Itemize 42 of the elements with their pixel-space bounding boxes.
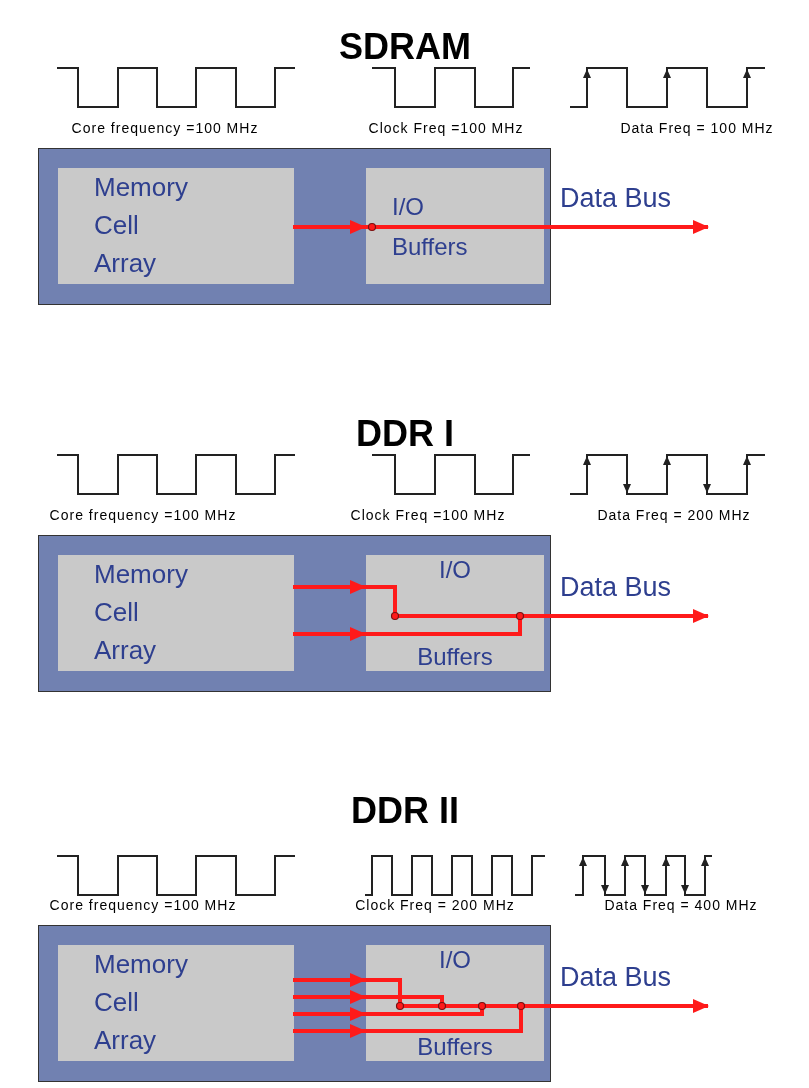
- edge-label: Data Bus: [560, 572, 672, 603]
- io-buffer-block: [366, 555, 544, 671]
- io-buffer-block: [366, 168, 544, 284]
- arrow: [293, 220, 366, 234]
- arrow: [293, 627, 366, 641]
- block-label: Buffers: [416, 1034, 494, 1060]
- section-heading: DDR II: [351, 790, 459, 832]
- block-label: I/O: [392, 194, 424, 220]
- chip-panel: [38, 535, 551, 692]
- arrow: [293, 973, 366, 987]
- section-heading: DDR I: [356, 413, 454, 455]
- frequency-label: Core frequency =100 MHz: [71, 120, 259, 136]
- edge-label: Data Bus: [560, 962, 672, 993]
- frequency-label: Clock Freq = 200 MHz: [355, 897, 515, 913]
- arrow: [543, 999, 709, 1013]
- arrow: [293, 1007, 366, 1021]
- chip-panel: [38, 925, 551, 1082]
- block-label: I/O: [438, 947, 472, 973]
- block-label: I/O: [438, 557, 472, 583]
- chip-panel: [38, 148, 551, 305]
- block-label: Memory Cell Array: [94, 948, 189, 1057]
- section-heading: SDRAM: [339, 26, 471, 68]
- frequency-label: Data Freq = 400 MHz: [604, 897, 758, 913]
- frequency-label: Clock Freq =100 MHz: [368, 120, 524, 136]
- arrow: [293, 990, 366, 1004]
- memory-array-block: [58, 555, 294, 671]
- frequency-label: Data Freq = 200 MHz: [597, 507, 751, 523]
- arrow: [293, 580, 366, 594]
- frequency-label: Clock Freq =100 MHz: [350, 507, 506, 523]
- arrow: [543, 220, 709, 234]
- block-label: Buffers: [416, 644, 494, 670]
- memory-array-block: [58, 945, 294, 1061]
- arrow: [293, 1024, 366, 1038]
- frequency-label: Core frequency =100 MHz: [49, 507, 237, 523]
- block-label: Memory Cell Array: [94, 558, 189, 667]
- memory-array-block: [58, 168, 294, 284]
- block-label: Memory Cell Array: [94, 171, 189, 280]
- arrow: [543, 609, 709, 623]
- block-label: Buffers: [392, 234, 468, 260]
- frequency-label: Data Freq = 100 MHz: [620, 120, 774, 136]
- edge-label: Data Bus: [560, 183, 672, 214]
- frequency-label: Core frequency =100 MHz: [49, 897, 237, 913]
